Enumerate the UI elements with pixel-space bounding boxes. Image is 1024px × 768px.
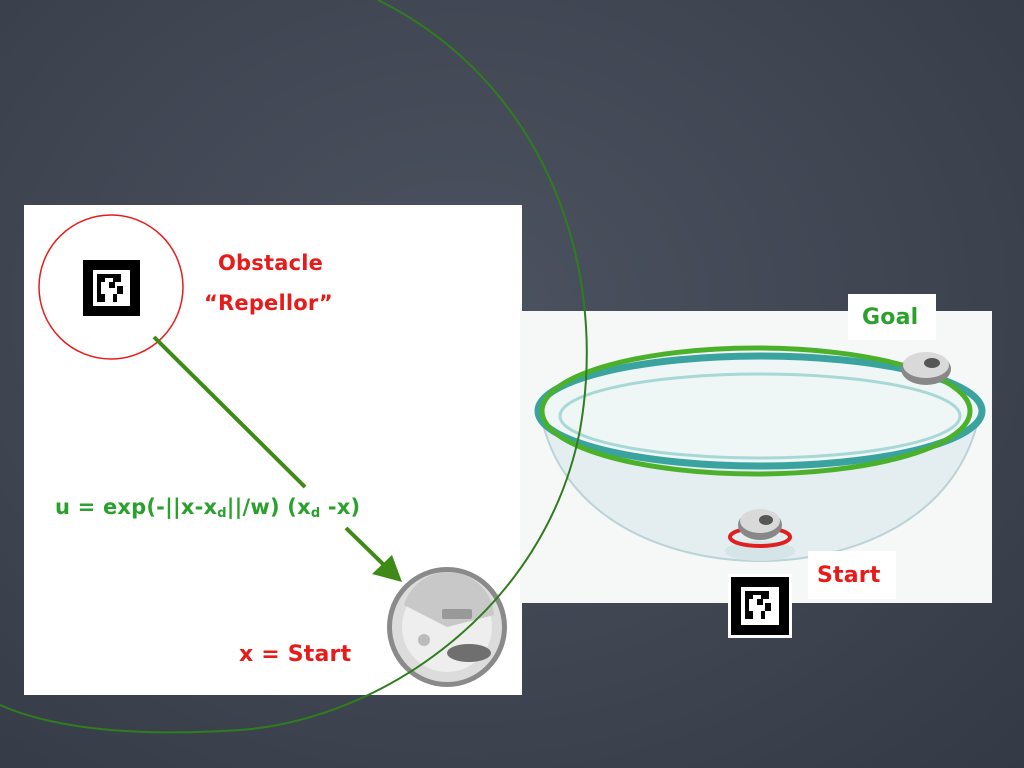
- formula-part-1: u = exp(-||x-x: [55, 495, 218, 519]
- goal-label-box: Goal: [848, 294, 936, 340]
- obstacle-circle: [38, 214, 184, 360]
- formula-label: u = exp(-||x-xd||/w) (xd -x): [55, 495, 360, 521]
- left-diagram-panel: Obstacle “Repellor” u = exp(-||x-xd||/w)…: [24, 205, 522, 695]
- arrow-shaft-lower: [344, 526, 387, 568]
- formula-sub-1: d: [217, 506, 227, 521]
- goal-robot: [901, 352, 951, 385]
- start-fiducial-marker: [731, 577, 789, 635]
- formula-sub-2: d: [310, 506, 321, 521]
- goal-label: Goal: [862, 305, 919, 330]
- bowl-photo-panel: [520, 311, 992, 603]
- bowl-photo-graphics: [534, 345, 986, 563]
- obstacle-fiducial-marker: [83, 260, 140, 316]
- goal-path-ellipse: [539, 345, 973, 477]
- start-robot: [738, 509, 782, 540]
- obstacle-label: Obstacle: [218, 251, 324, 275]
- start-label: Start: [817, 563, 881, 588]
- large-green-arc: [0, 0, 588, 734]
- arrow-shaft: [152, 335, 307, 489]
- robot-image: [387, 567, 507, 687]
- arrow-head: [372, 555, 402, 582]
- repellor-label: “Repellor”: [204, 291, 333, 315]
- formula-part-2: ||/w) (x: [226, 495, 311, 519]
- formula-part-3: -x): [320, 495, 361, 519]
- start-label-box: Start: [808, 551, 896, 599]
- left-panel-graphics: [38, 214, 507, 687]
- start-fiducial-marker-box: [728, 574, 792, 638]
- x-start-label: x = Start: [239, 642, 352, 667]
